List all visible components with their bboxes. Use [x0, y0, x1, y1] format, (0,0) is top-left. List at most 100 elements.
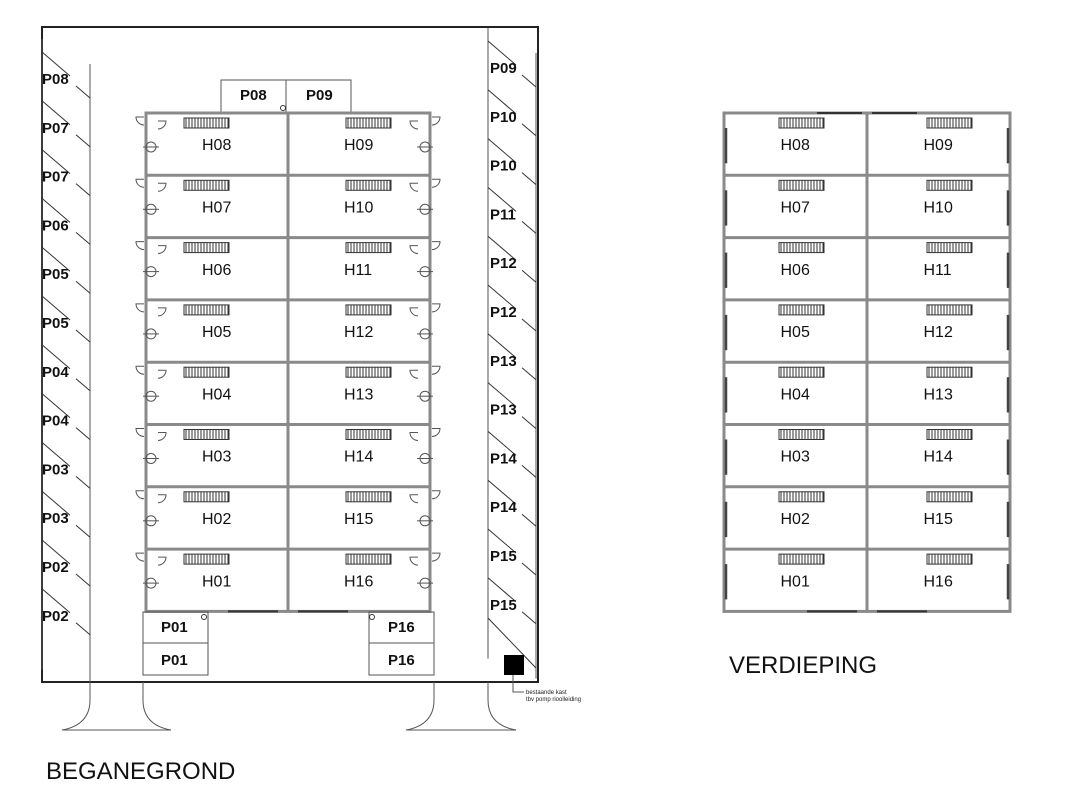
unit-label: H05 [202, 324, 231, 341]
unit-right: H10 [924, 179, 1010, 226]
parking-divider-line [521, 123, 537, 137]
unit-right: H10 [344, 178, 441, 216]
unit-left: H04 [724, 366, 825, 413]
parking-divider-line [487, 528, 517, 554]
unit-label: H11 [344, 262, 372, 279]
ramp-curve [142, 682, 172, 731]
parking-space-label: P07 [42, 120, 69, 137]
unit-label: H04 [781, 386, 810, 403]
parking-divider-line [75, 476, 91, 489]
parking-space-label: P03 [42, 461, 69, 478]
parking-divider-line [41, 149, 71, 174]
unit-label: H05 [781, 324, 810, 341]
door-icon [135, 241, 145, 251]
parking-space-label: P02 [42, 559, 69, 576]
parking-divider-line [487, 577, 517, 603]
unit-right: H16 [344, 552, 441, 590]
parking-space-label: P15 [490, 548, 517, 565]
unit-left: H06 [135, 241, 231, 279]
parking-divider-line [521, 416, 537, 429]
unit-label: H14 [344, 449, 373, 466]
ground-floor-outline [41, 26, 539, 683]
door-icon [135, 490, 145, 500]
parking-space-label: P15 [490, 597, 517, 614]
unit-label: H02 [202, 511, 231, 528]
door-icon [157, 556, 167, 566]
parking-divider-line [75, 378, 91, 392]
unit-left: H08 [724, 117, 825, 164]
parking-space-label: P05 [42, 315, 69, 332]
parking-space-label: P04 [42, 413, 69, 430]
unit-label: H09 [924, 137, 953, 154]
door-icon [135, 116, 145, 126]
unit-label: H12 [344, 324, 373, 341]
top-parking-label: P08 [240, 87, 267, 104]
door-icon [409, 245, 419, 255]
door-icon [431, 116, 441, 126]
parking-divider-line [41, 442, 71, 467]
parking-space-label: P14 [490, 499, 517, 516]
unit-left: H03 [135, 428, 231, 466]
parking-space-label: P05 [42, 266, 69, 283]
door-icon [431, 490, 441, 500]
parking-divider-line [521, 562, 537, 576]
parking-space-label: P03 [42, 510, 69, 527]
door-icon [431, 241, 441, 251]
unit-label: H12 [924, 324, 953, 341]
unit-left: H02 [135, 490, 231, 528]
unit-left: H05 [724, 304, 825, 351]
drain-icon [369, 614, 375, 620]
unit-label: H09 [344, 137, 373, 154]
parking-divider-line [75, 573, 91, 587]
unit-label: H11 [924, 262, 952, 279]
unit-left: H01 [724, 553, 825, 600]
door-icon [409, 556, 419, 566]
unit-right: H13 [344, 365, 441, 403]
parking-space-label: P08 [42, 71, 69, 88]
annotation-leader-line [512, 675, 524, 693]
parking-divider-line [521, 367, 537, 381]
parking-space-label: P14 [490, 450, 517, 467]
door-icon [409, 120, 419, 130]
door-icon [157, 494, 167, 504]
unit-left: H03 [724, 429, 825, 475]
door-icon [431, 552, 441, 562]
parking-divider-line [41, 295, 71, 321]
door-icon [157, 120, 167, 130]
door-icon [409, 494, 419, 504]
door-icon [135, 303, 145, 313]
unit-label: H03 [202, 449, 231, 466]
bottom-parking-label: P01 [161, 652, 188, 669]
door-icon [409, 307, 419, 317]
unit-label: H01 [202, 573, 231, 590]
unit-right: H11 [344, 241, 441, 279]
parking-divider-line [487, 89, 517, 115]
unit-left: H07 [135, 178, 231, 216]
unit-label: H13 [924, 386, 953, 403]
parking-divider-line [521, 269, 537, 283]
unit-right: H15 [924, 491, 1010, 538]
parking-divider-line [75, 329, 91, 343]
ramp-curve [405, 682, 435, 731]
ramp-curve [487, 682, 517, 731]
unit-right: H13 [924, 366, 1010, 413]
parking-divider-line [41, 393, 71, 418]
parking-space-label: P07 [42, 169, 69, 186]
ground-floor-title: BEGANEGROND [46, 758, 235, 785]
parking-divider-line [487, 138, 517, 163]
unit-right: H09 [924, 117, 1010, 164]
parking-divider-line [75, 280, 91, 294]
parking-divider-line [487, 40, 517, 66]
unit-label: H07 [781, 199, 810, 216]
parking-space-label: P09 [490, 60, 517, 77]
unit-label: H08 [781, 137, 810, 154]
parking-divider-line [487, 431, 517, 456]
parking-divider-line [487, 382, 517, 407]
unit-right: H14 [924, 429, 1010, 475]
parking-divider-line [487, 617, 537, 669]
unit-label: H10 [344, 199, 373, 216]
